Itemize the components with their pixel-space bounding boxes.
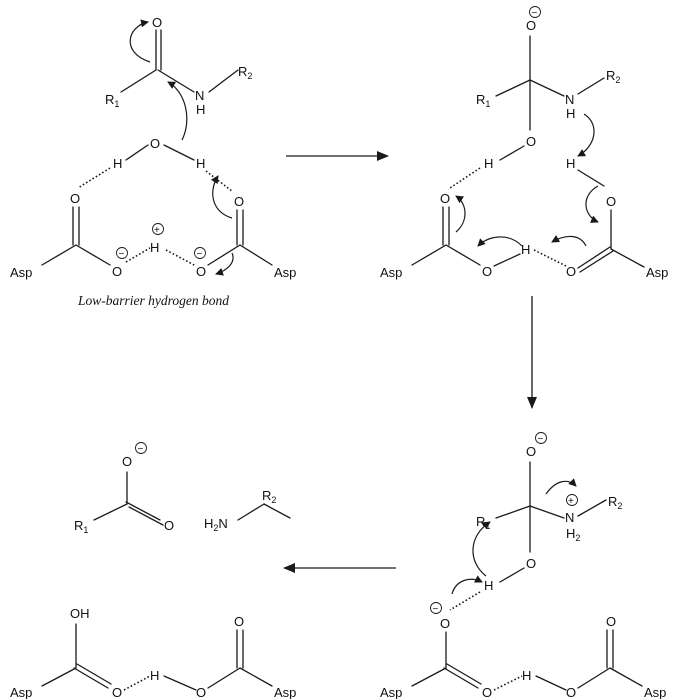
water-hydrogen-left: H (113, 156, 122, 171)
amine-h2n: H2N (204, 516, 228, 533)
asp-left-oxygen-2: O (482, 264, 492, 279)
lbhb-hydrogen-4: H (150, 668, 159, 683)
oxyanion-charge-3: − (538, 434, 544, 445)
asp-right-label-3: Asp (644, 685, 666, 699)
carboxylate-carbonyl-o: O (164, 518, 174, 533)
asp-right-oxygen: O (196, 264, 206, 279)
asp-left-oxygen-4: O (112, 685, 122, 699)
asp-right-oxygen-2: O (566, 264, 576, 279)
panel-protonated-intermediate: O − R1 N + H2 R2 O H − O Asp O H O (380, 432, 666, 699)
r2-label-4: R2 (262, 488, 276, 505)
curved-arrow-2c (551, 235, 587, 247)
asp-right-carbonyl-o-4: O (234, 614, 244, 629)
asp-left-label-4: Asp (10, 685, 32, 699)
asp-right-oxygen-3: O (566, 685, 576, 699)
lbhb-hydrogen-2: H (521, 242, 530, 257)
asp-right-hydroxyl-o-2: O (606, 194, 616, 209)
nh2-hydrogen-3: H2 (566, 526, 580, 543)
r1-label-2: R1 (476, 92, 490, 109)
asp-left-label: Asp (10, 265, 32, 280)
carboxylate-oxygen: O (122, 454, 132, 469)
r2-label: R2 (238, 64, 252, 81)
asp-right-carbonyl-o: O (234, 194, 244, 209)
asp-right-carbonyl-o-3: O (606, 614, 616, 629)
ammonium-charge: + (568, 496, 574, 507)
oxyanion-charge: − (532, 8, 538, 19)
transfer-hydrogen-2: H (566, 156, 575, 171)
amide-nitrogen: N (195, 88, 204, 103)
panel-products: O − R1 O H2N R2 OH Asp O H O O Asp (10, 442, 296, 699)
panel-michaelis-complex: R1 O N H R2 O H H O Asp O − H + O − (10, 15, 296, 308)
curved-arrow-cn-cleavage (545, 478, 577, 495)
asp-left-carbonyl-o: O (70, 191, 80, 206)
asp-left-label-3: Asp (380, 685, 402, 699)
hydroxyl-hydrogen-2: H (484, 156, 493, 171)
r2-label-3: R2 (608, 494, 622, 511)
charge-minus-right: − (197, 249, 203, 260)
amide-hydrogen: H (196, 102, 205, 117)
asp-right-label: Asp (274, 265, 296, 280)
curved-arrow-3b (451, 575, 483, 595)
oxyanion-oxygen-3: O (526, 444, 536, 459)
water-oxygen: O (150, 136, 160, 151)
r1-label: R1 (105, 92, 119, 109)
asp-right-oxygen-4: O (196, 685, 206, 699)
water-hydrogen-right: H (196, 156, 205, 171)
carboxylate-charge: − (138, 444, 144, 455)
asp-left-charge-3: − (433, 604, 439, 615)
nh-hydrogen-2: H (566, 106, 575, 121)
r2-label-2: R2 (606, 68, 620, 85)
lbhb-hydrogen-3: H (522, 668, 531, 683)
curved-arrow-2b (477, 236, 523, 247)
hydroxyl-hydrogen-3: H (484, 578, 493, 593)
asp-left-oxygen-3: O (440, 616, 450, 631)
curved-arrow-3a (472, 521, 491, 577)
asp-left-carbonyl-o-3: O (482, 685, 492, 699)
nitrogen-2: N (565, 92, 574, 107)
alkoxide-oxygen: O (526, 134, 536, 149)
curved-arrow-2a (455, 195, 466, 233)
oxyanion-oxygen: O (526, 18, 536, 33)
curved-arrow-2d (585, 185, 599, 223)
asp-right-label-4: Asp (274, 685, 296, 699)
asp-left-label-2: Asp (380, 265, 402, 280)
asp-left-oxygen: O (112, 264, 122, 279)
curved-arrow-carboxylate (215, 252, 234, 276)
nitrogen-3: N (565, 510, 574, 525)
charge-plus-lbhb: + (154, 225, 160, 236)
lbhb-hydrogen: H (150, 240, 159, 255)
curved-arrow-n-to-h (577, 113, 595, 157)
curved-arrow-water-attack (167, 81, 188, 141)
panel-tetrahedral-intermediate: O − R1 N H R2 O H H O Asp O H O O (380, 6, 668, 280)
charge-minus-left: − (119, 249, 125, 260)
asp-right-label-2: Asp (646, 265, 668, 280)
asp-left-oh-4: OH (70, 606, 90, 621)
lbhb-caption: Low-barrier hydrogen bond (77, 293, 229, 308)
carbonyl-oxygen: O (152, 15, 162, 30)
asp-left-carbonyl-o-2: O (440, 191, 450, 206)
curved-arrow-proton-shift (210, 175, 233, 219)
curved-arrow-carbonyl (129, 19, 151, 63)
hydroxyl-oxygen-3: O (526, 556, 536, 571)
r1-label-4: R1 (74, 518, 88, 535)
